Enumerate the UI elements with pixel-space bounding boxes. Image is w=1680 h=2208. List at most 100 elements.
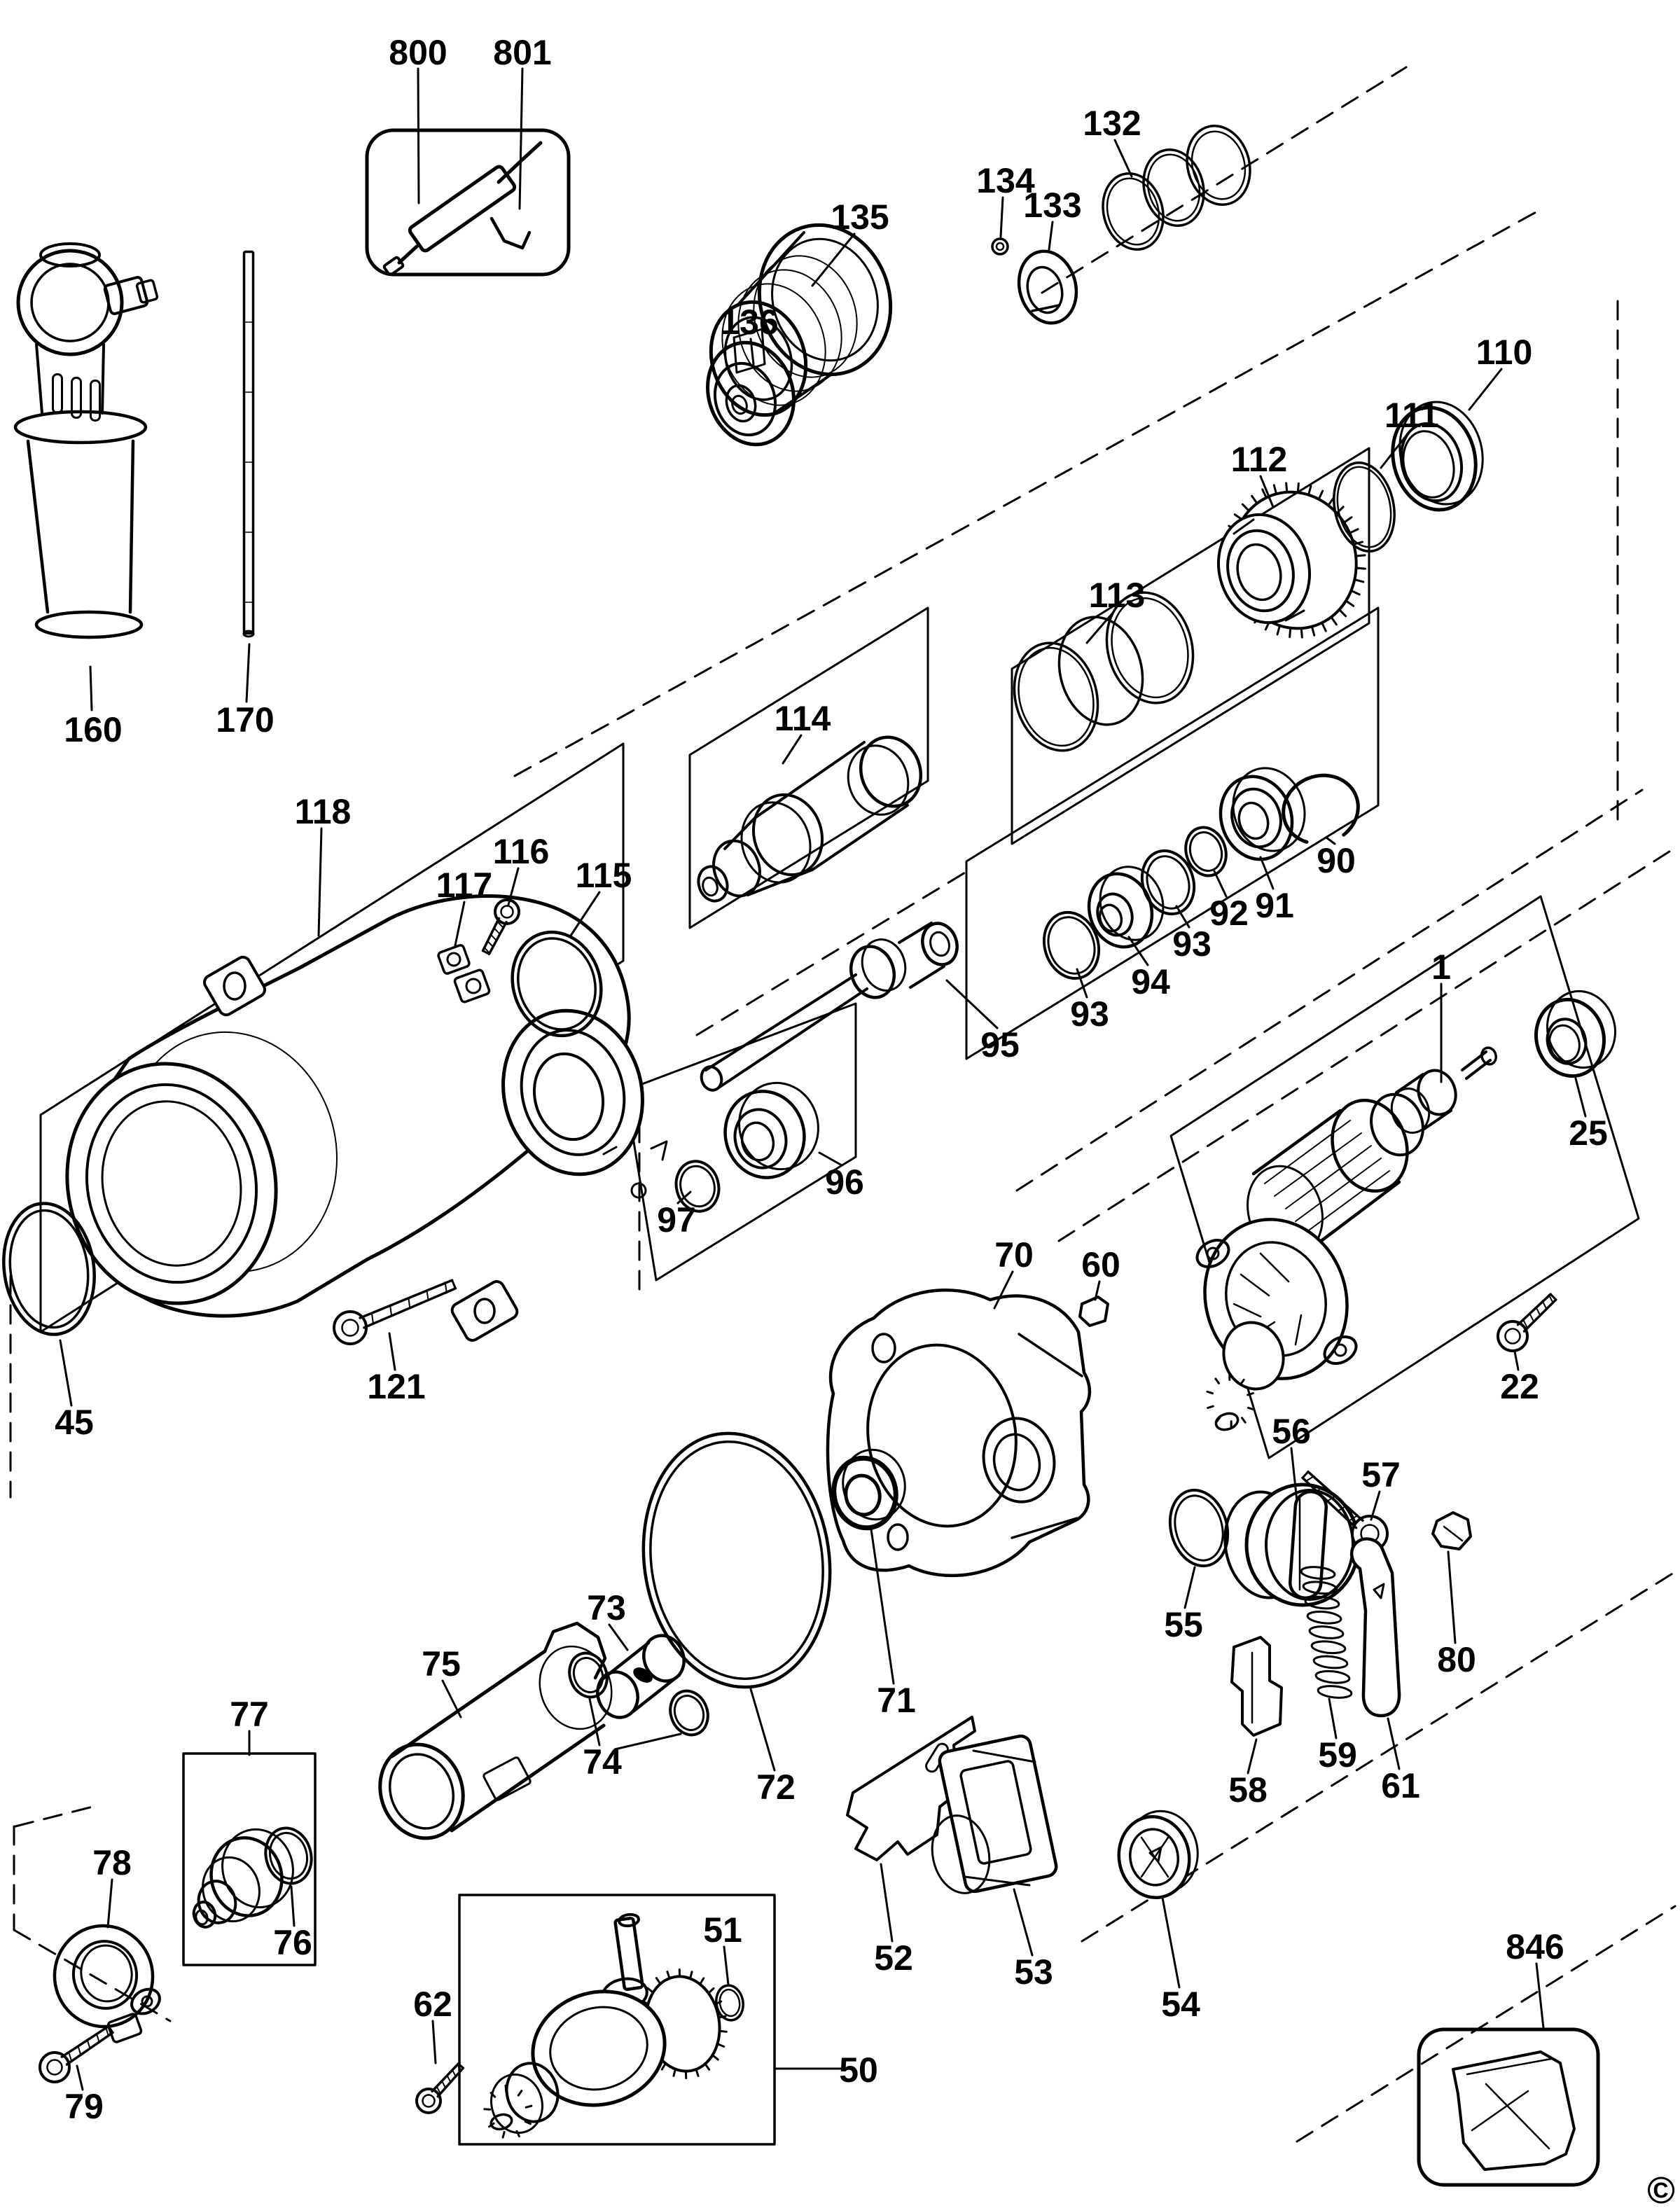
part-number: 50: [839, 2050, 878, 2090]
part-number: 111: [1384, 396, 1439, 435]
dashed-guide-1: [513, 210, 1539, 777]
part-114-drawing-13: [697, 735, 923, 903]
part-134-drawing-6: [991, 237, 1009, 256]
dashed-guide-3: [1041, 66, 1408, 294]
part-number: 95: [980, 1025, 1020, 1064]
part-number: 59: [1318, 1735, 1357, 1775]
part-60-drawing-33: [1078, 1296, 1109, 1327]
dashed-guide-14: [1296, 1905, 1676, 2143]
part-number: 132: [1083, 104, 1141, 143]
seal-box: [624, 1002, 857, 1282]
part-number: 112: [1231, 440, 1288, 479]
dashed-guide-12: [695, 867, 973, 1036]
part-label-70-32: 70: [993, 1235, 1034, 1310]
part-133-drawing-7: [1017, 249, 1078, 325]
part-label-50-51: 50: [775, 2050, 878, 2090]
part-number: 57: [1361, 1455, 1401, 1494]
part-number: 54: [1161, 1985, 1200, 2024]
part-label-93-15: 93: [1070, 968, 1109, 1034]
part-label-71-41: 71: [870, 1528, 916, 1720]
part-label-91-19: 91: [1255, 856, 1294, 925]
crank-box: [458, 1894, 776, 2146]
part-number: 115: [576, 856, 632, 895]
part-78-drawing-48: [53, 1924, 161, 2043]
ram-box: [688, 606, 929, 929]
part-label-133-7: 133: [1023, 186, 1082, 251]
part-number: 97: [657, 1200, 696, 1240]
part-79-drawing-49: [39, 2025, 114, 2083]
part-label-118-21: 118: [295, 792, 352, 937]
part-97-drawing-26: [674, 1160, 721, 1213]
part-label-74-44: 74: [583, 1697, 682, 1782]
part-80-drawing-37: [1431, 1511, 1472, 1550]
part-label-54-55: 54: [1161, 1896, 1200, 2024]
part-59-drawing-38: [1300, 1566, 1353, 1699]
part-label-96-25: 96: [818, 1151, 864, 1202]
part-58-drawing-40: [1230, 1636, 1283, 1737]
part-113-drawing-12: [1013, 591, 1195, 752]
part-number: 96: [825, 1162, 864, 1202]
part-label-134-6: 134: [976, 161, 1035, 238]
part-90-drawing-20: [1282, 773, 1360, 844]
part-number: 93: [1070, 994, 1109, 1034]
part-121-drawing-31: [333, 1279, 457, 1345]
part-number: 135: [831, 197, 889, 237]
part-number: 800: [389, 33, 447, 72]
part-label-45-30: 45: [55, 1339, 94, 1442]
part-label-76-47: 76: [273, 1885, 312, 1962]
part-label-90-20: 90: [1317, 836, 1356, 880]
part-label-22-29: 22: [1500, 1350, 1539, 1406]
dashed-guide-8: [1015, 789, 1644, 1192]
part-54-drawing-55: [1117, 1810, 1199, 1900]
exploded-parts: [2, 125, 1617, 2171]
part-number: 61: [1381, 1766, 1420, 1805]
part-label-136-4: 136: [720, 303, 779, 366]
part-number: 77: [230, 1695, 269, 1734]
part-1-drawing-27: [1195, 1046, 1497, 1431]
part-55-drawing-36: [1168, 1488, 1230, 1568]
part-45-drawing-30: [2, 1202, 96, 1336]
part-label-72-42: 72: [749, 1688, 796, 1807]
part-number: 170: [216, 700, 274, 740]
part-number: 93: [1172, 924, 1212, 964]
copyright-mark: ©: [1647, 2169, 1675, 2208]
part-number: 75: [422, 1644, 461, 1683]
part-label-56-34: 56: [1272, 1412, 1311, 1503]
part-label-1-27: 1: [1431, 947, 1451, 1083]
part-number: 72: [756, 1768, 796, 1807]
part-93-drawing-15: [1042, 910, 1101, 980]
part-number: 90: [1317, 841, 1356, 880]
part-73-drawing-43: [596, 1634, 686, 1719]
part-62-drawing-50: [415, 2062, 465, 2114]
part-number: 1: [1431, 947, 1451, 987]
part-number: 118: [295, 792, 352, 831]
part-label-94-16: 94: [1127, 936, 1170, 1001]
part-label-97-26: 97: [657, 1190, 696, 1240]
part-95-drawing-14: [700, 922, 959, 1092]
part-number: 73: [587, 1588, 626, 1627]
part-number: 76: [273, 1923, 312, 1962]
part-110-drawing-9: [1391, 401, 1484, 512]
part-number: 51: [703, 1910, 742, 1950]
part-label-92-18: 92: [1209, 870, 1249, 933]
part-number: 160: [64, 710, 122, 749]
part-number: 136: [720, 303, 778, 342]
part-number: 60: [1081, 1245, 1120, 1284]
part-number: 801: [493, 33, 551, 72]
part-label-110-9: 110: [1468, 333, 1532, 411]
part-160-drawing-2: [13, 242, 159, 639]
part-75-drawing-45: [378, 1621, 613, 1840]
part-number: 45: [55, 1403, 94, 1442]
part-label-95-14: 95: [945, 979, 1020, 1064]
part-number: 52: [874, 1938, 913, 1978]
part-number: 70: [994, 1235, 1034, 1275]
part-800-drawing-0: [382, 141, 543, 277]
part-846-drawing-56: [1452, 2050, 1576, 2171]
part-label-116-23: 116: [493, 832, 549, 906]
part-label-52-53: 52: [874, 1863, 913, 1978]
part-70-drawing-32: [826, 1288, 1092, 1578]
part-22-drawing-29: [1497, 1293, 1557, 1352]
part-number: 113: [1089, 576, 1146, 615]
gearcase-panel: [39, 742, 625, 1333]
